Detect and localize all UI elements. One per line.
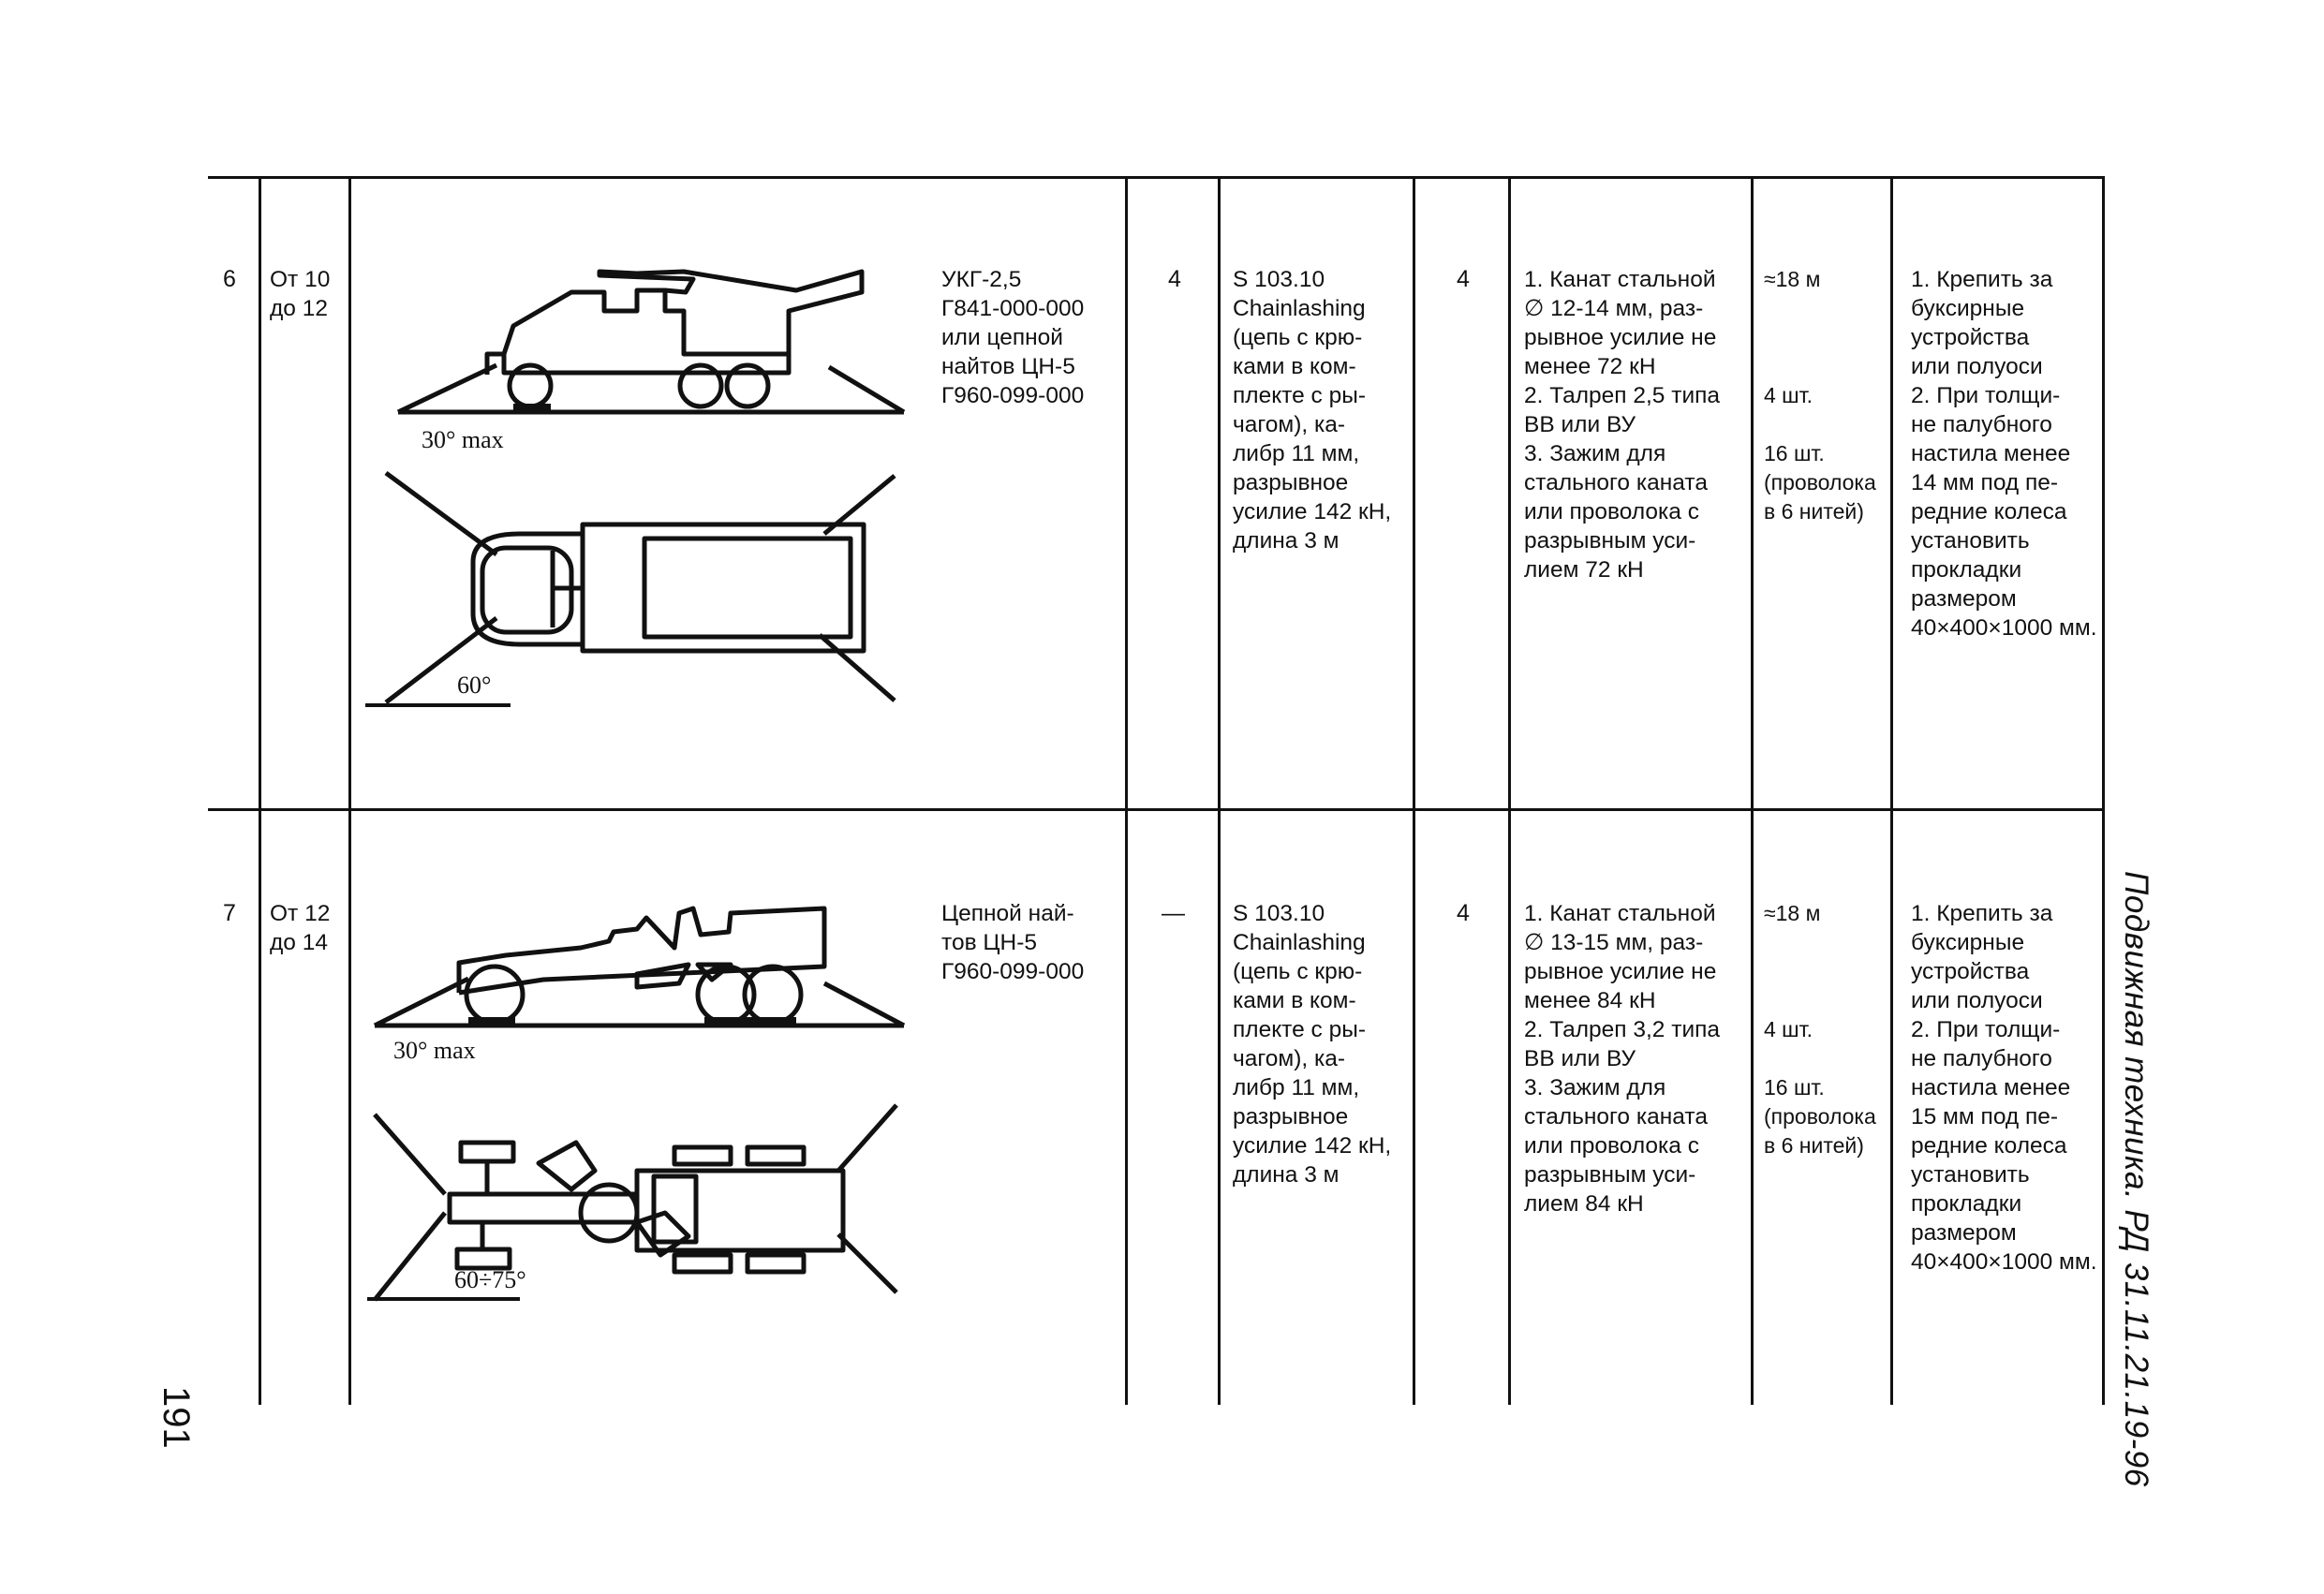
lashing-device: УКГ-2,5 Г841-000-000 или цепной найтов Ц… — [941, 267, 1085, 408]
column-line — [1125, 178, 1128, 1405]
column-line — [1413, 178, 1415, 1405]
column-line — [1508, 178, 1511, 1405]
lashing-device: Цепной най- тов ЦН-5 Г960-099-000 — [941, 901, 1085, 984]
top-angle-label: 60÷75° — [454, 1266, 526, 1293]
row7-lashing-diagram: 30° max 60÷75° — [367, 906, 906, 1302]
column-line — [2102, 178, 2105, 1405]
column-line — [348, 178, 351, 1405]
row-number: 6 — [223, 266, 236, 292]
grader-side-icon — [373, 906, 906, 1028]
side-angle-label: 30° max — [393, 1037, 476, 1064]
notes: 1. Крепить за буксирные устройства или п… — [1911, 267, 2097, 641]
chain-count: 4 — [1457, 266, 1470, 292]
vehicle-weight: От 10 до 12 — [270, 267, 331, 321]
row-divider — [208, 808, 2105, 811]
chain-count: 4 — [1457, 900, 1470, 926]
chain-spec: S 103.10 Chainlashing (цепь с крю- ками … — [1233, 901, 1392, 1188]
materials: 1. Канат стальной ∅ 13-15 мм, раз- рывно… — [1524, 901, 1721, 1217]
column-line — [1751, 178, 1754, 1405]
column-line — [1218, 178, 1221, 1405]
device-count: — — [1162, 900, 1185, 926]
table-top-border — [208, 176, 2105, 179]
truck-crane-side-icon — [396, 269, 906, 415]
material-amounts: ≈18 м 4 шт. 16 шт. (проволока в 6 нитей) — [1764, 267, 1876, 524]
column-line — [1890, 178, 1893, 1405]
running-title: Подвижная техника. РД 31.11.21.19-96 — [2118, 871, 2154, 1487]
column-line — [259, 178, 261, 1405]
top-angle-label: 60° — [457, 672, 491, 699]
page-number: 191 — [155, 1386, 197, 1449]
material-amounts: ≈18 м 4 шт. 16 шт. (проволока в 6 нитей) — [1764, 901, 1876, 1158]
truck-crane-top-icon — [365, 470, 896, 707]
grader-top-icon — [367, 1103, 898, 1302]
row6-lashing-diagram: 30° max 60° — [365, 269, 906, 707]
vehicle-weight: От 12 до 14 — [270, 901, 331, 955]
chain-spec: S 103.10 Chainlashing (цепь с крю- ками … — [1233, 267, 1392, 553]
notes: 1. Крепить за буксирные устройства или п… — [1911, 901, 2097, 1275]
materials: 1. Канат стальной ∅ 12-14 мм, раз- рывно… — [1524, 267, 1721, 583]
row-number: 7 — [223, 900, 236, 926]
device-count: 4 — [1168, 266, 1181, 292]
side-angle-label: 30° max — [422, 426, 504, 453]
